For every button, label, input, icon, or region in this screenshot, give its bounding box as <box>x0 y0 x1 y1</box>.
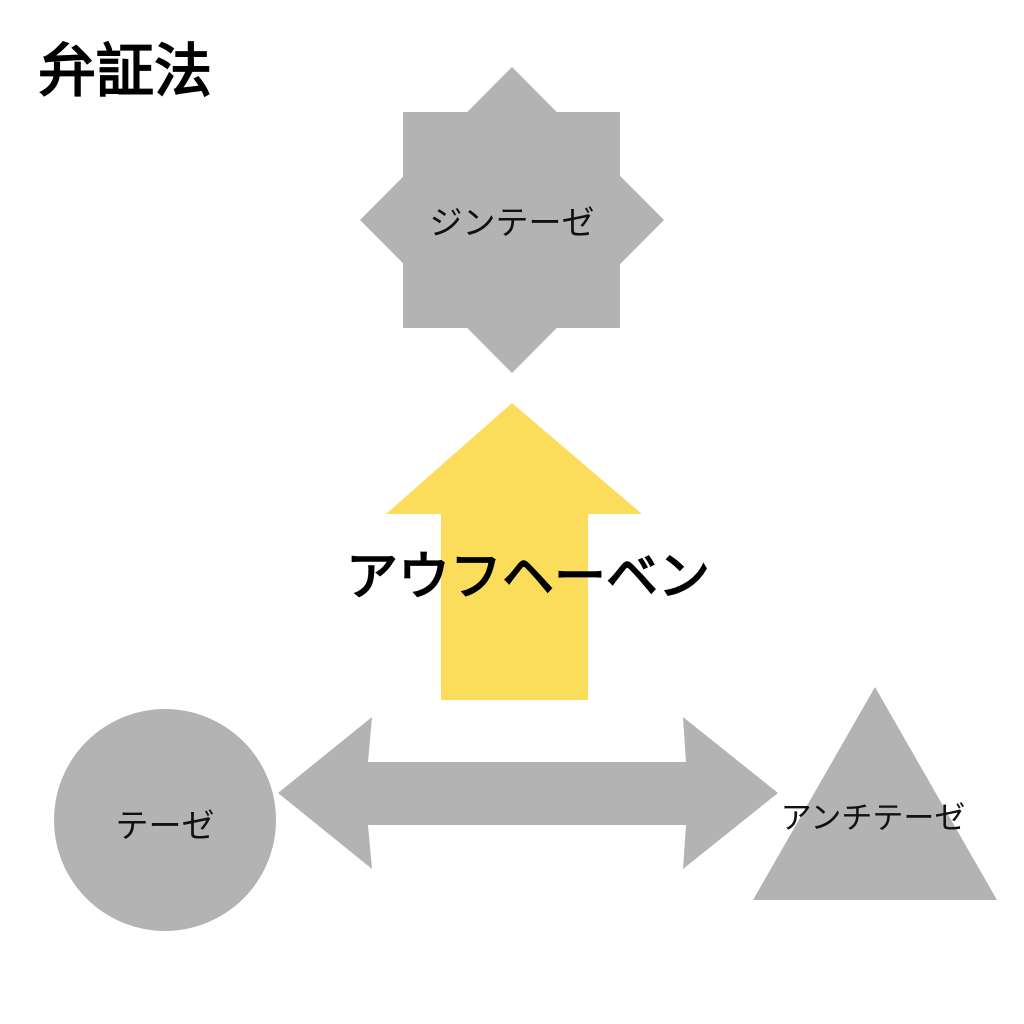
synthesis-label: ジンテーゼ <box>429 203 595 242</box>
thesis-circle <box>54 709 276 931</box>
aufheben-up-arrow <box>386 403 642 700</box>
double-headed-arrow <box>278 717 778 869</box>
thesis-label: テーゼ <box>115 806 215 845</box>
diagram-title: 弁証法 <box>38 37 213 105</box>
synthesis-star <box>360 67 664 373</box>
aufheben-label: アウフヘーベン <box>345 547 711 608</box>
antithesis-triangle <box>753 687 997 900</box>
antithesis-label: アンチテーゼ <box>780 800 966 837</box>
